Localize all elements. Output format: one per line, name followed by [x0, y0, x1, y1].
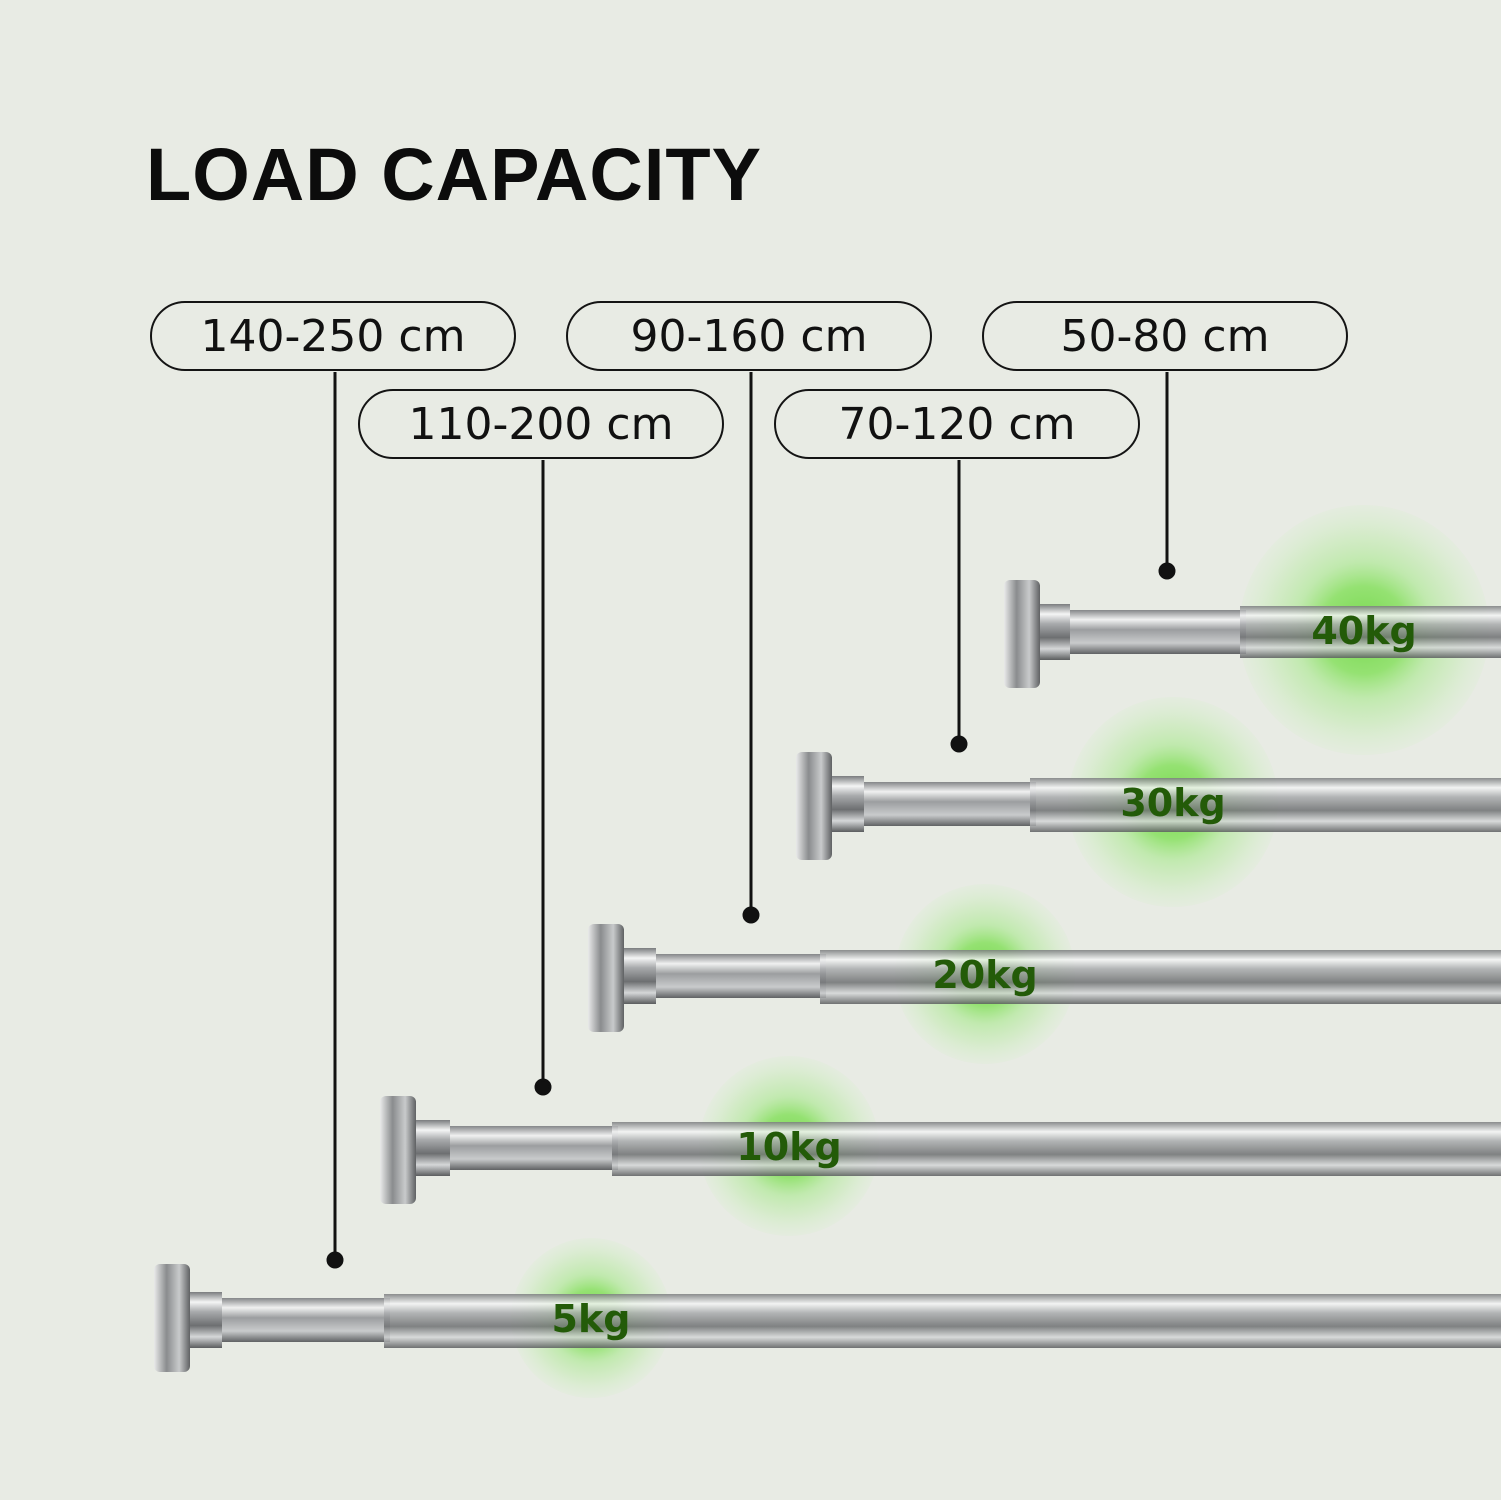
- length-label-70-120: 70-120 cm: [774, 389, 1140, 459]
- leader-dot-110-200: [534, 1078, 552, 1096]
- load-label-5kg: 5kg: [552, 1297, 631, 1341]
- rod-140-250: 5kg: [154, 1238, 1501, 1398]
- leader-dot-90-160: [742, 906, 760, 924]
- leader-dot-70-120: [950, 735, 968, 753]
- rod-90-160: 20kg: [588, 884, 1501, 1064]
- rod-110-200: 10kg: [380, 1056, 1501, 1236]
- rod-50-80: 40kg: [1004, 505, 1501, 755]
- load-label-10kg: 10kg: [736, 1125, 841, 1169]
- length-label-110-200: 110-200 cm: [358, 389, 724, 459]
- load-label-20kg: 20kg: [932, 953, 1037, 997]
- page-title: LOAD CAPACITY: [146, 133, 762, 216]
- rod-70-120: 30kg: [796, 697, 1501, 907]
- length-label-90-160: 90-160 cm: [566, 301, 932, 371]
- length-label-50-80: 50-80 cm: [982, 301, 1348, 371]
- leader-dot-50-80: [1158, 562, 1176, 580]
- length-label-140-250: 140-250 cm: [150, 301, 516, 371]
- load-label-30kg: 30kg: [1120, 781, 1225, 825]
- leader-dot-140-250: [326, 1251, 344, 1269]
- load-label-40kg: 40kg: [1311, 609, 1416, 653]
